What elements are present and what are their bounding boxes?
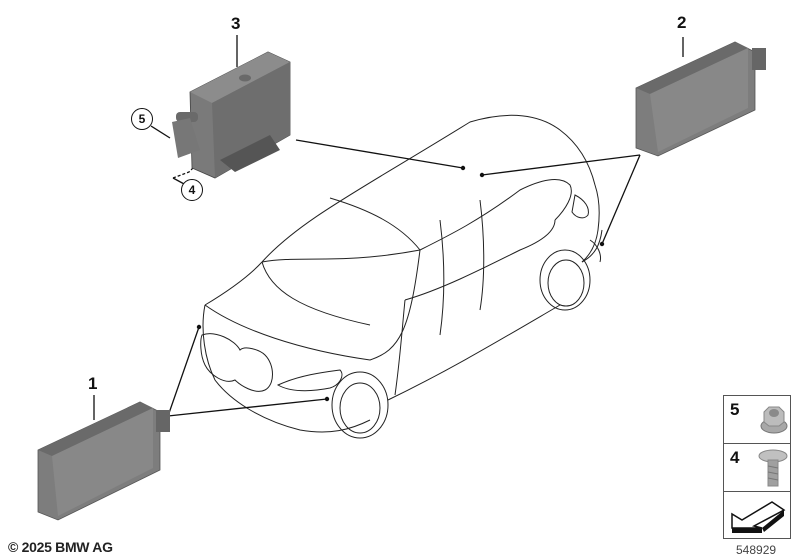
legend-number: 4 [730,448,740,467]
callout-4[interactable]: 4 [181,179,203,201]
diagram-number: 548929 [736,543,777,557]
leader-lines [93,35,684,420]
callout-3[interactable]: 3 [231,14,241,33]
hex-collar-nut-icon [760,406,788,434]
part-1-control-unit[interactable] [37,401,170,521]
legend-cell-screw[interactable]: 4 [724,444,790,492]
legend-cell-arrow[interactable] [724,492,790,538]
legend-number: 5 [730,400,740,419]
car-outline [200,114,603,439]
part-2-control-unit[interactable] [635,41,766,157]
direction-arrow-icon [731,501,786,533]
fastener-legend: 5 4 [723,395,791,539]
part-3-control-unit[interactable] [172,51,291,179]
torx-screw-icon [758,449,788,487]
legend-cell-nut[interactable]: 5 [724,396,790,444]
callout-1[interactable]: 1 [88,374,98,393]
copyright-text: © 2025 BMW AG [8,539,113,555]
callout-2[interactable]: 2 [677,13,687,32]
callout-5[interactable]: 5 [131,108,153,130]
leader-dots [196,165,605,402]
